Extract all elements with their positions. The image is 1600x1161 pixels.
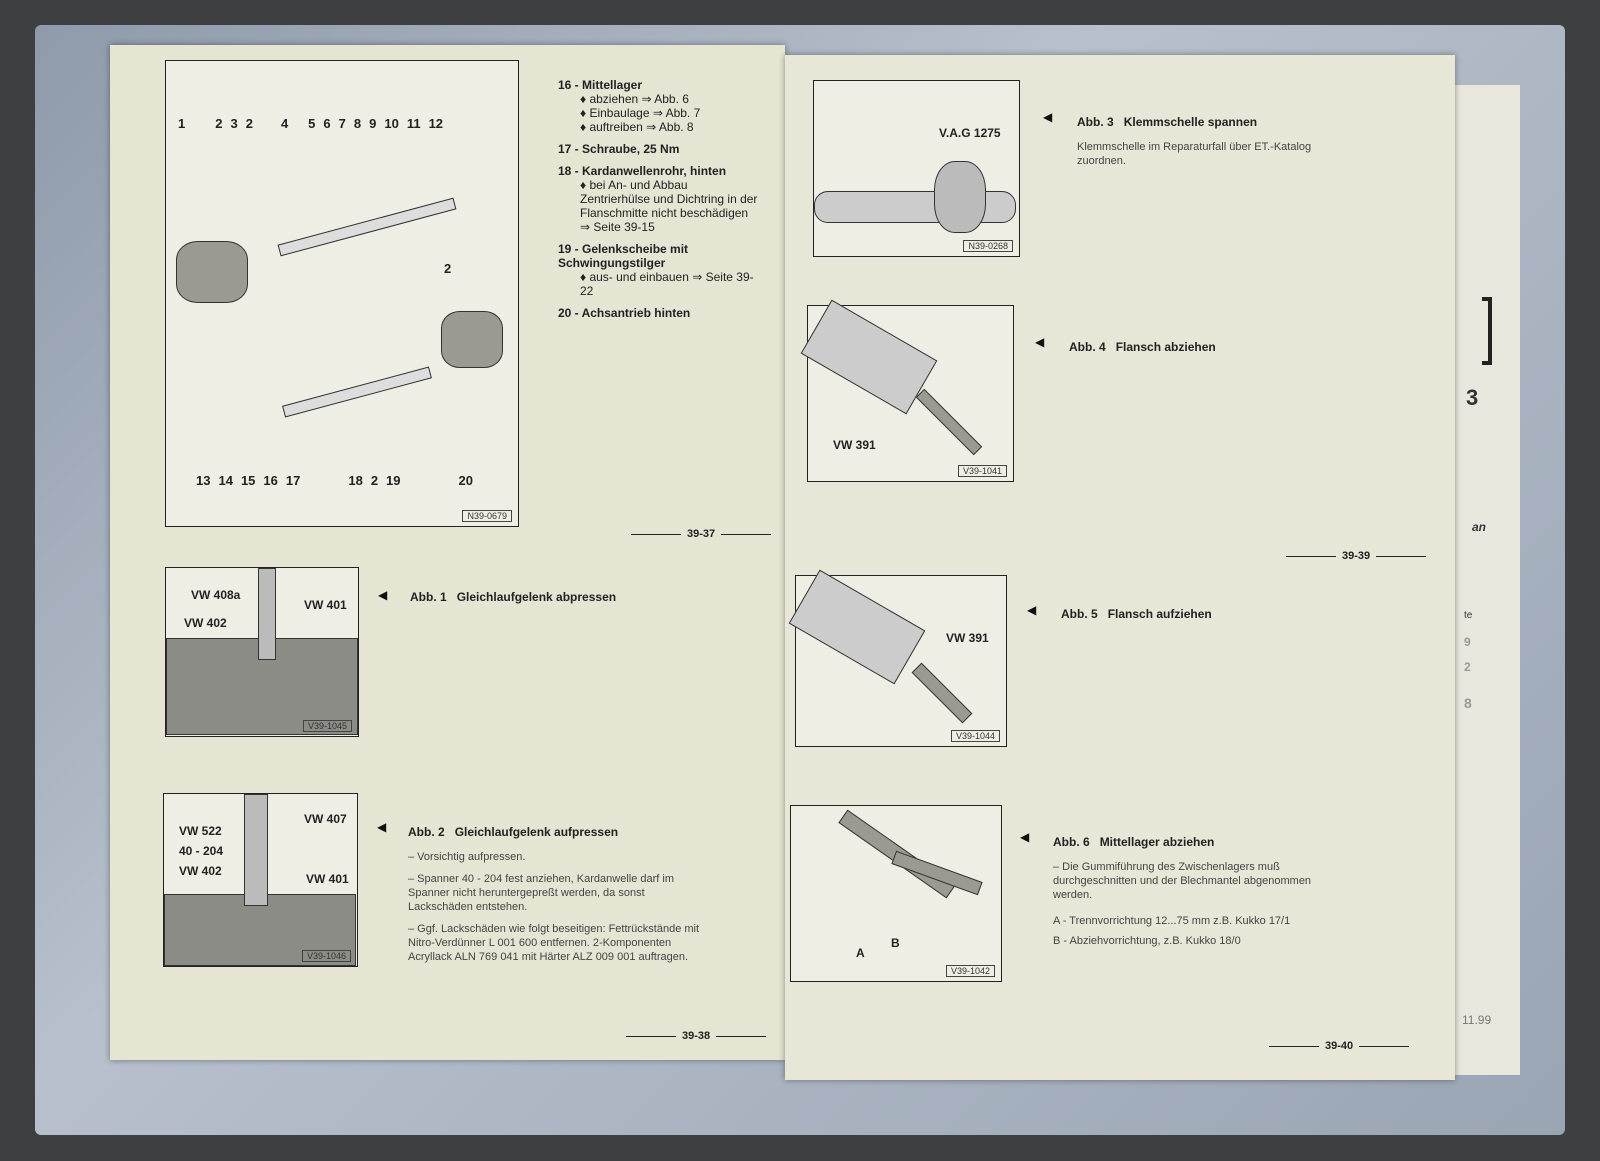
figure-id: N39-0268 (963, 240, 1013, 252)
tool-label: 40 - 204 (179, 844, 224, 858)
caption-abb-5: Abb. 5 Flansch aufziehen (1061, 607, 1212, 621)
tool-label: VW 401 (306, 872, 349, 886)
pointer-arrow-icon: ◀ (377, 820, 387, 834)
part-number: 2 (444, 261, 452, 276)
figure-abb-3: V.A.G 1275 N39-0268 (813, 80, 1020, 257)
gearbox-drawing (176, 241, 248, 303)
instruction-line: – Ggf. Lackschäden wie folgt beseitigen:… (408, 923, 700, 963)
pointer-arrow-icon: ◀ (378, 588, 388, 602)
figure-abb-5: VW 391 V39-1044 (788, 569, 1007, 747)
tool-label: B (891, 936, 900, 950)
caption-abb-6: Abb. 6 Mittellager abziehen (1053, 835, 1215, 849)
tool-label: VW 401 (304, 598, 347, 612)
page-number: 39-40 (1263, 1040, 1415, 1052)
page-number: 39-37 (625, 528, 777, 540)
tool-label: VW 391 (946, 631, 989, 645)
figure-id: N39-0679 (462, 510, 512, 522)
back-char: 8 (1464, 695, 1472, 711)
tool-label: VW 402 (184, 616, 227, 630)
legend-title: 19 - Gelenkscheibe mit Schwingungstilger (558, 242, 689, 270)
tool-label: VW 402 (179, 864, 222, 878)
pointer-arrow-icon: ◀ (1043, 110, 1053, 124)
pointer-arrow-icon: ◀ (1020, 830, 1030, 844)
press-plate-drawing (164, 894, 356, 966)
instruction-line: Klemmschelle im Reparaturfall über ET.-K… (1077, 141, 1312, 167)
caption-abb-3: Abb. 3 Klemmschelle spannen (1077, 115, 1258, 129)
page-number: 39-39 (1280, 550, 1432, 562)
instructions-abb-2: – Vorsichtig aufpressen. – Spanner 40 - … (408, 850, 708, 964)
pointer-arrow-icon: ◀ (1027, 603, 1037, 617)
press-tool-drawing (244, 794, 268, 906)
figure-abb-6: A B V39-1042 (790, 805, 1002, 982)
instruction-line: – Spanner 40 - 204 fest anziehen, Kardan… (408, 873, 674, 913)
puller-drawing (911, 662, 973, 724)
parts-legend: 16 - Mittellager ♦ abziehen ⇒ Abb. 6 ♦ E… (558, 70, 758, 320)
tool-label: VW 407 (304, 812, 347, 826)
legend-title: 17 - Schraube, 25 Nm (558, 142, 680, 156)
right-page: V.A.G 1275 N39-0268 ◀ Abb. 3 Klemmschell… (785, 55, 1455, 1080)
instruction-line: – Vorsichtig aufpressen. (408, 851, 526, 863)
back-char: an (1472, 520, 1487, 534)
back-char: te (1464, 610, 1473, 621)
caption-abb-2: Abb. 2 Gleichlaufgelenk aufpressen (408, 825, 619, 839)
figure-abb-4: VW 391 V39-1041 (800, 299, 1014, 482)
pointer-arrow-icon: ◀ (1035, 335, 1045, 349)
back-char: 9 (1464, 635, 1471, 649)
legend-title: 20 - Achsantrieb hinten (558, 306, 691, 320)
back-char: 3 (1466, 385, 1479, 410)
back-char: 2 (1464, 660, 1471, 674)
figure-id: V39-1046 (301, 950, 351, 962)
puller-drawing (915, 388, 983, 456)
shaft-front-drawing (277, 197, 457, 257)
legend-item: ♦ abziehen ⇒ Abb. 6 (580, 92, 689, 106)
instruction-line: – Die Gummiführung des Zwischenlagers mu… (1053, 861, 1312, 901)
legend-item: ♦ auftreiben ⇒ Abb. 8 (580, 120, 694, 134)
figure-abb-2: VW 522 40 - 204 VW 402 VW 407 VW 401 V39… (163, 793, 358, 967)
instruction-line: B - Abziehvorrichtung, z.B. Kukko 18/0 (1053, 935, 1241, 947)
tool-label: VW 408a (191, 588, 241, 602)
figure-id: V39-1041 (957, 465, 1007, 477)
bracket-mark (1482, 297, 1492, 365)
caption-abb-1: Abb. 1 Gleichlaufgelenk abpressen (410, 590, 617, 604)
legend-title: 16 - Mittellager (558, 78, 643, 92)
press-tool-drawing (258, 568, 276, 660)
tool-label: A (856, 946, 865, 960)
joint-drawing (934, 161, 986, 233)
figure-id: V39-1042 (945, 965, 995, 977)
legend-item: ♦ aus- und einbauen ⇒ Seite 39-22 (580, 270, 754, 298)
tool-label: V.A.G 1275 (939, 126, 1001, 140)
rear-axle-drive-drawing (441, 311, 503, 368)
figure-abb-1: VW 408a VW 402 VW 401 V39-1045 (165, 567, 359, 737)
shaft-drawing (788, 569, 926, 685)
page-number: 39-38 (620, 1030, 772, 1042)
shaft-rear-drawing (282, 366, 432, 418)
legend-title: 18 - Kardanwellenrohr, hinten (558, 164, 727, 178)
legend-item: ♦ Einbaulage ⇒ Abb. 7 (580, 106, 701, 120)
instruction-line: A - Trennvorrichtung 12...75 mm z.B. Kuk… (1053, 915, 1291, 927)
figure-id: V39-1044 (950, 730, 1000, 742)
legend-item: ♦ bei An- und Abbau Zentrierhülse und Di… (580, 178, 758, 234)
figure-id: V39-1045 (302, 720, 352, 732)
instructions-abb-6: – Die Gummiführung des Zwischenlagers mu… (1053, 860, 1343, 948)
tool-label: VW 391 (833, 438, 876, 452)
back-char: 11.99 (1462, 1013, 1492, 1027)
tool-label: VW 522 (179, 824, 222, 838)
caption-abb-4: Abb. 4 Flansch abziehen (1069, 340, 1216, 354)
